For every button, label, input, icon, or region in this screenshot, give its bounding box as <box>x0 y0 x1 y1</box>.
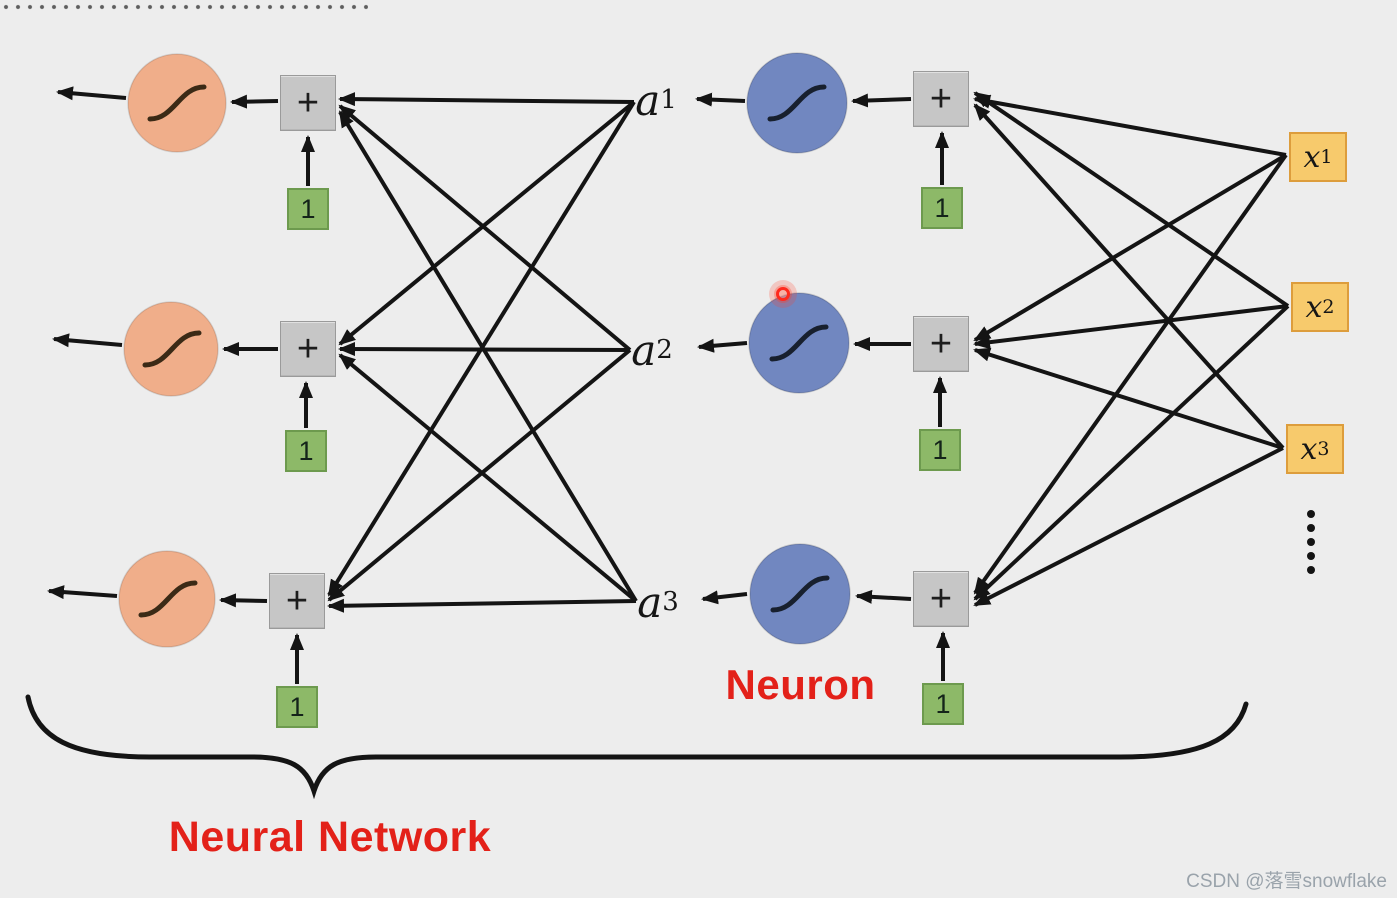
edge-x3-s3 <box>973 446 1284 607</box>
bias-arrows <box>290 131 950 684</box>
bias-box-l1: 1 <box>287 188 329 230</box>
activation-subscript: 1 <box>660 85 677 115</box>
edge-a2-L3 <box>327 348 632 602</box>
edge-a1-L1 <box>338 92 635 107</box>
activation-symbol: a <box>637 577 663 627</box>
watermark: CSDN @落雪snowflake <box>1186 871 1387 892</box>
plus-sign: + <box>285 580 309 622</box>
sum-box-l1: + <box>280 75 336 131</box>
arrow-s3-n3 <box>855 589 912 604</box>
input-symbol: x <box>1305 289 1323 325</box>
edge-x1-s3 <box>973 153 1288 595</box>
brace <box>25 694 1249 800</box>
neural-network-caption: Neural Network <box>168 813 492 861</box>
sigmoid-icon <box>147 84 207 122</box>
input-symbol: x <box>1303 139 1321 175</box>
edge-x1-s2 <box>973 153 1288 342</box>
sigmoid-icon <box>767 84 827 122</box>
arrow-n1-a1 <box>695 92 746 107</box>
input-subscript: 1 <box>1320 146 1333 168</box>
arrow-out-1 <box>56 86 127 101</box>
edge-x2-s1 <box>973 91 1290 308</box>
sigmoid-icon <box>138 580 198 618</box>
bias-value: 1 <box>300 193 316 224</box>
bias-box-l3: 1 <box>276 686 318 728</box>
sigmoid-icon <box>769 324 829 362</box>
sum-box-l3: + <box>269 573 325 629</box>
arrow-out-3 <box>47 585 118 600</box>
more-inputs-ellipsis <box>1307 510 1315 574</box>
arrow-out-2 <box>52 333 123 348</box>
edge-x1-s1 <box>973 94 1287 157</box>
bias-box-r3: 1 <box>922 683 964 725</box>
activation-symbol: a <box>635 75 661 125</box>
bias-box-r2: 1 <box>919 429 961 471</box>
edge-a1-L2 <box>338 100 636 346</box>
laser-pointer-dot <box>769 280 797 308</box>
sum-to-neuron-arrows <box>219 93 912 608</box>
edge-x3-s1 <box>973 103 1285 450</box>
plus-sign: + <box>929 78 953 120</box>
plus-sign: + <box>929 323 953 365</box>
activation-subscript: 2 <box>656 335 673 365</box>
activation-subscript: 3 <box>662 587 679 617</box>
top-edge-artifact <box>2 3 368 12</box>
neuron-caption: Neuron <box>725 661 876 708</box>
input-subscript: 3 <box>1317 438 1330 460</box>
edge-a2-L1 <box>338 104 632 352</box>
bias-value: 1 <box>934 192 950 223</box>
sum-box-r2: + <box>913 316 969 372</box>
hidden-neurons <box>746 52 851 645</box>
input-to-sum-edges <box>973 91 1290 607</box>
bias-value: 1 <box>932 434 948 465</box>
arrow-s1-n1 <box>851 93 912 108</box>
bias-value: 1 <box>935 688 951 719</box>
plus-sign: + <box>296 328 320 370</box>
sum-box-l2: + <box>280 321 336 377</box>
input-subscript: 2 <box>1322 296 1335 318</box>
activation-symbol: a <box>631 325 657 375</box>
activation-to-sum-edges <box>327 92 638 613</box>
input-symbol: x <box>1300 431 1318 467</box>
sum-box-r3: + <box>913 571 969 627</box>
edge-x2-s3 <box>973 304 1290 601</box>
arrow-n3-a3 <box>701 590 748 605</box>
bias-value: 1 <box>289 691 305 722</box>
bias-value: 1 <box>298 435 314 466</box>
bias-box-r1: 1 <box>921 187 963 229</box>
sum-box-r1: + <box>913 71 969 127</box>
arrow-n2-a2 <box>697 338 748 353</box>
arrow-L3-o3 <box>219 593 268 608</box>
plus-sign: + <box>296 82 320 124</box>
edge-a3-L1 <box>338 110 638 603</box>
sigmoid-icon <box>142 330 202 368</box>
arrow-L1-o1 <box>230 94 279 109</box>
edge-a3-L2 <box>338 353 638 603</box>
output-neurons <box>118 53 227 648</box>
plus-sign: + <box>929 578 953 620</box>
edge-x3-s2 <box>973 347 1284 450</box>
sigmoid-icon <box>770 575 830 613</box>
bias-box-l2: 1 <box>285 430 327 472</box>
neuron-output-arrows <box>47 86 748 605</box>
edge-x2-s2 <box>973 304 1289 350</box>
edge-a3-L3 <box>327 598 637 613</box>
